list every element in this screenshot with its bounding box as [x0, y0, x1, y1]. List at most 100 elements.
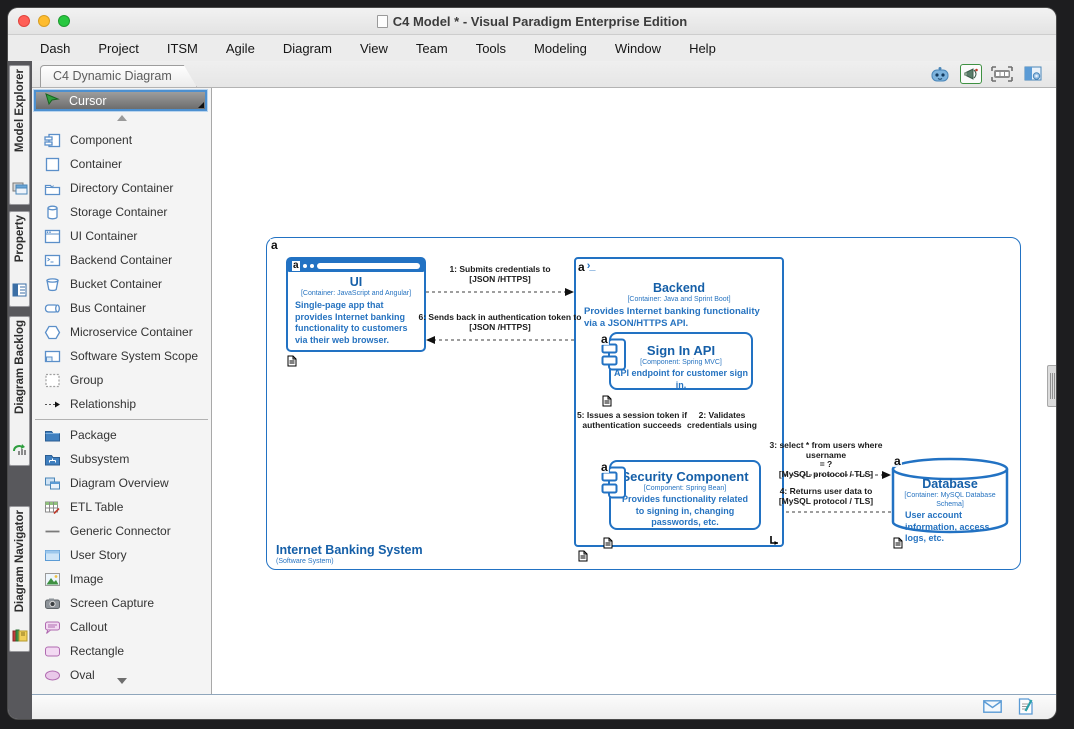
palette-item-diagram-overview[interactable]: Diagram Overview: [32, 471, 211, 495]
sidebar-tab-diagram-navigator[interactable]: Diagram Navigator: [9, 506, 30, 652]
palette-item-package[interactable]: Package: [32, 423, 211, 447]
backend-container-icon: [43, 253, 61, 268]
palette-divider: [35, 419, 208, 420]
browser-dot-icon: [309, 263, 314, 268]
menu-agile[interactable]: Agile: [225, 40, 255, 56]
node-database[interactable]: Database [Container: MySQL Database Sche…: [891, 457, 1009, 543]
diagram-canvas[interactable]: a Internet Banking System (Software Syst…: [212, 88, 1056, 694]
palette-item-image[interactable]: Image: [32, 567, 211, 591]
mail-icon[interactable]: [983, 700, 1002, 718]
menu-view[interactable]: View: [359, 40, 388, 56]
palette-item-rectangle[interactable]: Rectangle: [32, 639, 211, 663]
rectangle-icon: [43, 644, 61, 659]
browser-dot-icon: [302, 263, 307, 268]
bus-container-icon: [43, 301, 61, 316]
node-security-component[interactable]: Security Component [Component: Spring Be…: [609, 460, 761, 530]
palette-item-group[interactable]: Group: [32, 368, 211, 392]
software-system-scope-icon: [43, 349, 61, 364]
sidebar-tab-property[interactable]: Property: [9, 211, 30, 307]
ui-browser-bar: a: [288, 259, 424, 272]
title-bar: C4 Model * - Visual Paradigm Enterprise …: [8, 8, 1056, 35]
message-3-label: 3: select * from users where username = …: [769, 440, 883, 479]
node-sign-in-api[interactable]: Sign In API [Component: Spring MVC] API …: [609, 332, 753, 390]
panel-layout-icon[interactable]: [1022, 64, 1044, 84]
group-icon: [43, 373, 61, 388]
backend-doc-indicator-icon[interactable]: [578, 549, 588, 567]
sidebar-tab-model-explorer[interactable]: Model Explorer: [9, 65, 30, 205]
menu-diagram[interactable]: Diagram: [282, 40, 332, 56]
etl-table-icon: [43, 500, 61, 515]
palette-item-callout[interactable]: Callout: [32, 615, 211, 639]
property-icon: [12, 283, 27, 302]
minimize-window-button[interactable]: [38, 15, 50, 27]
container-icon: [43, 157, 61, 172]
uml-component-icon: [601, 466, 627, 505]
user-story-icon: [43, 548, 61, 563]
terminal-prompt-icon: ›_: [586, 260, 596, 272]
signin-doc-indicator-icon[interactable]: [602, 394, 612, 412]
edit-document-icon[interactable]: [1018, 698, 1034, 719]
menu-team[interactable]: Team: [415, 40, 448, 56]
message-1-label: 1: Submits credentials to [JSON /HTTPS]: [449, 264, 551, 284]
boundary-corner-label: a: [270, 238, 279, 252]
relationship-icon: [43, 397, 61, 412]
image-icon: [43, 572, 61, 587]
palette-scroll-up[interactable]: [32, 115, 211, 125]
menu-itsm[interactable]: ITSM: [166, 40, 198, 56]
node-ui-container[interactable]: a UI [Container: JavaScript and Angular]…: [286, 257, 426, 352]
menu-tools[interactable]: Tools: [475, 40, 507, 56]
palette-item-subsystem[interactable]: Subsystem: [32, 447, 211, 471]
security-doc-indicator-icon[interactable]: [603, 536, 613, 554]
tab-c4-dynamic-diagram[interactable]: C4 Dynamic Diagram: [40, 65, 197, 87]
diagram-tab-bar: C4 Dynamic Diagram: [32, 61, 1056, 88]
palette-item-oval[interactable]: Oval: [32, 663, 211, 687]
menu-help[interactable]: Help: [689, 40, 716, 56]
palette-item-etl-table[interactable]: ETL Table: [32, 495, 211, 519]
model-explorer-icon: [12, 182, 28, 200]
menu-bar: Dash Project ITSM Agile Diagram View Tea…: [8, 35, 1056, 61]
palette-item-microservice-container[interactable]: Microservice Container: [32, 320, 211, 344]
browser-address-bar: [316, 262, 420, 269]
ai-assistant-icon[interactable]: [929, 64, 951, 84]
menu-project[interactable]: Project: [98, 40, 139, 56]
menu-window[interactable]: Window: [614, 40, 662, 56]
panel-grip-handle[interactable]: [1047, 365, 1056, 407]
sidebar-tab-diagram-backlog[interactable]: Diagram Backlog: [9, 316, 30, 466]
ui-container-icon: [43, 229, 61, 244]
palette-item-component[interactable]: Component: [32, 128, 211, 152]
menu-modeling[interactable]: Modeling: [534, 40, 587, 56]
ui-doc-indicator-icon[interactable]: [287, 354, 297, 372]
palette-item-user-story[interactable]: User Story: [32, 543, 211, 567]
screen-capture-icon: [43, 596, 61, 611]
uml-component-icon: [601, 338, 627, 377]
backend-expand-indicator-icon[interactable]: [768, 534, 781, 552]
close-window-button[interactable]: [18, 15, 30, 27]
palette-item-relationship[interactable]: Relationship: [32, 392, 211, 416]
palette-item-bus-container[interactable]: Bus Container: [32, 296, 211, 320]
package-icon: [43, 428, 61, 443]
palette-item-screen-capture[interactable]: Screen Capture: [32, 591, 211, 615]
callout-icon: [43, 620, 61, 635]
storyboard-icon[interactable]: [991, 64, 1013, 84]
palette-item-generic-connector[interactable]: Generic Connector: [32, 519, 211, 543]
diagram-backlog-icon: [12, 443, 28, 461]
microservice-container-icon: [43, 325, 61, 340]
palette-item-software-system-scope[interactable]: Software System Scope: [32, 344, 211, 368]
palette-item-ui-container[interactable]: UI Container: [32, 224, 211, 248]
palette-scroll-down[interactable]: [32, 678, 211, 688]
zoom-window-button[interactable]: [58, 15, 70, 27]
palette-item-storage-container[interactable]: Storage Container: [32, 200, 211, 224]
database-corner-label: a: [893, 454, 902, 468]
palette-item-container[interactable]: Container: [32, 152, 211, 176]
palette-item-directory-container[interactable]: Directory Container: [32, 176, 211, 200]
palette-item-bucket-container[interactable]: Bucket Container: [32, 272, 211, 296]
database-doc-indicator-icon[interactable]: [893, 536, 903, 554]
oval-icon: [43, 668, 61, 683]
menu-dash[interactable]: Dash: [40, 40, 71, 56]
boundary-internet-banking-system[interactable]: [266, 237, 1021, 570]
announcement-icon[interactable]: [960, 64, 982, 84]
palette-item-backend-container[interactable]: Backend Container: [32, 248, 211, 272]
message-4-label: 4: Returns user data to [MySQL protocol …: [778, 486, 874, 506]
directory-container-icon: [43, 181, 61, 196]
palette-item-cursor[interactable]: Cursor: [34, 90, 207, 111]
